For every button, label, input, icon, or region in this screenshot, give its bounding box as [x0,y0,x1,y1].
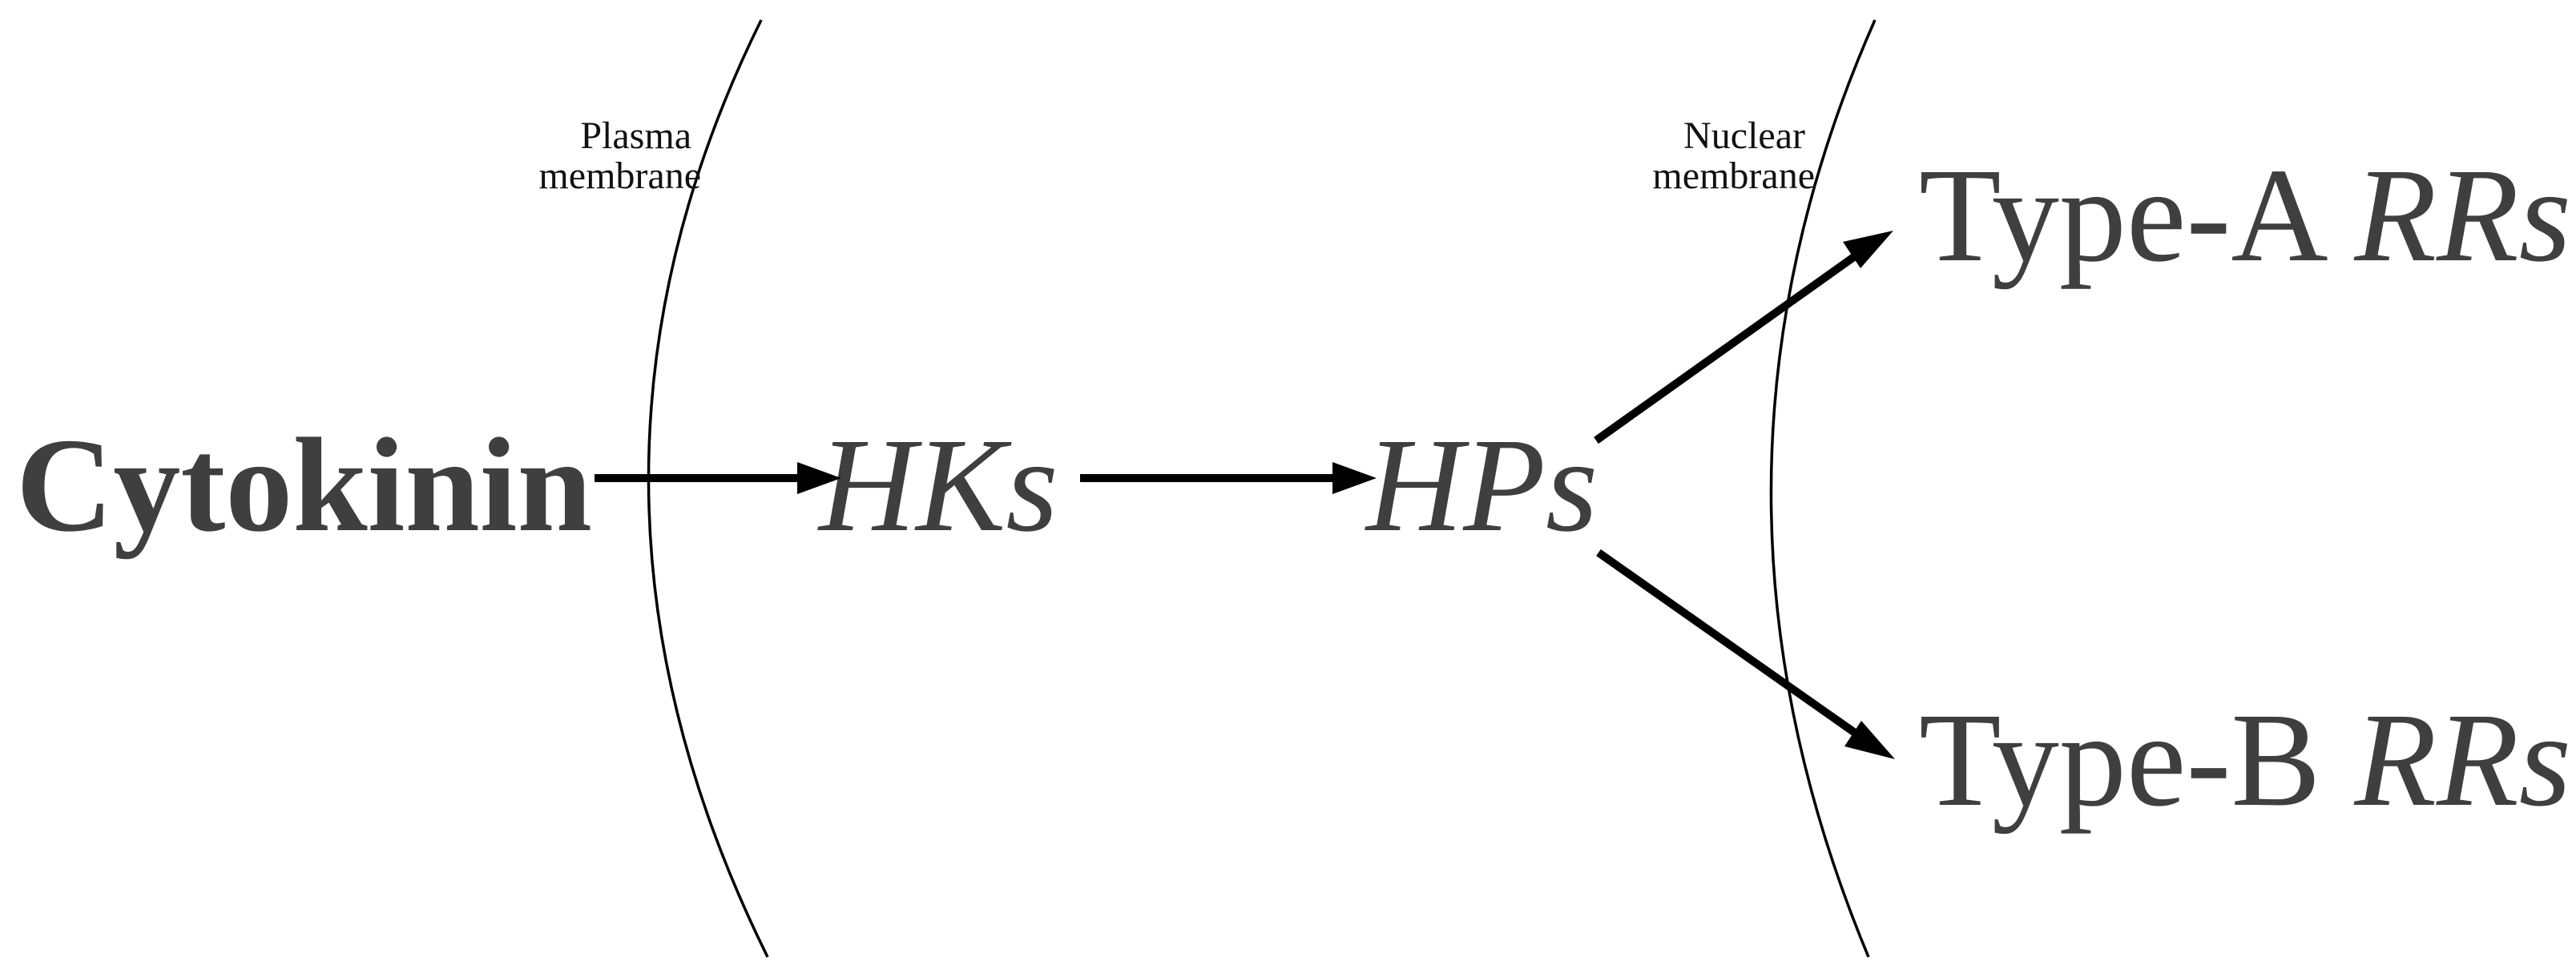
arrow-hps-to-type-a-head [1843,231,1893,268]
node-type-b-prefix: Type-B [1919,686,2354,834]
node-type-b-suffix: RRs [2353,686,2571,834]
arrow-hps-to-type-a-shaft [1594,252,1857,444]
arrow-hps-to-type-b-head [1844,721,1895,759]
node-type-a-suffix: RRs [2353,141,2571,290]
arrow-hps-to-type-b [1596,549,1895,759]
plasma-membrane-line [647,19,769,958]
arrow-cytokinin-to-hks [595,462,841,494]
arrow-hps-to-type-b-shaft [1596,549,1857,737]
node-type-a-rrs: Type-A RRs [1919,141,2571,290]
arrow-cytokinin-to-hks-head [797,462,841,494]
nuclear-membrane-label: Nuclear membrane [1652,115,1815,197]
node-hks: HKs [817,411,1058,560]
plasma-membrane-label-line1: Plasma [580,115,691,157]
node-hps: HPs [1365,411,1598,560]
arrow-hks-to-hps-head [1332,462,1377,494]
nuclear-membrane-label-line1: Nuclear [1683,115,1805,157]
arrow-hps-to-type-a [1594,231,1893,444]
plasma-membrane-label: Plasma membrane [538,115,701,197]
plasma-membrane-label-line2: membrane [538,155,701,197]
nuclear-membrane-line [1769,19,1877,958]
node-type-b-rrs: Type-B RRs [1919,686,2571,834]
node-type-a-prefix: Type-A [1919,141,2354,290]
node-cytokinin: Cytokinin [16,411,592,560]
arrow-hks-to-hps [1080,462,1377,494]
nuclear-membrane-label-line2: membrane [1652,155,1815,197]
